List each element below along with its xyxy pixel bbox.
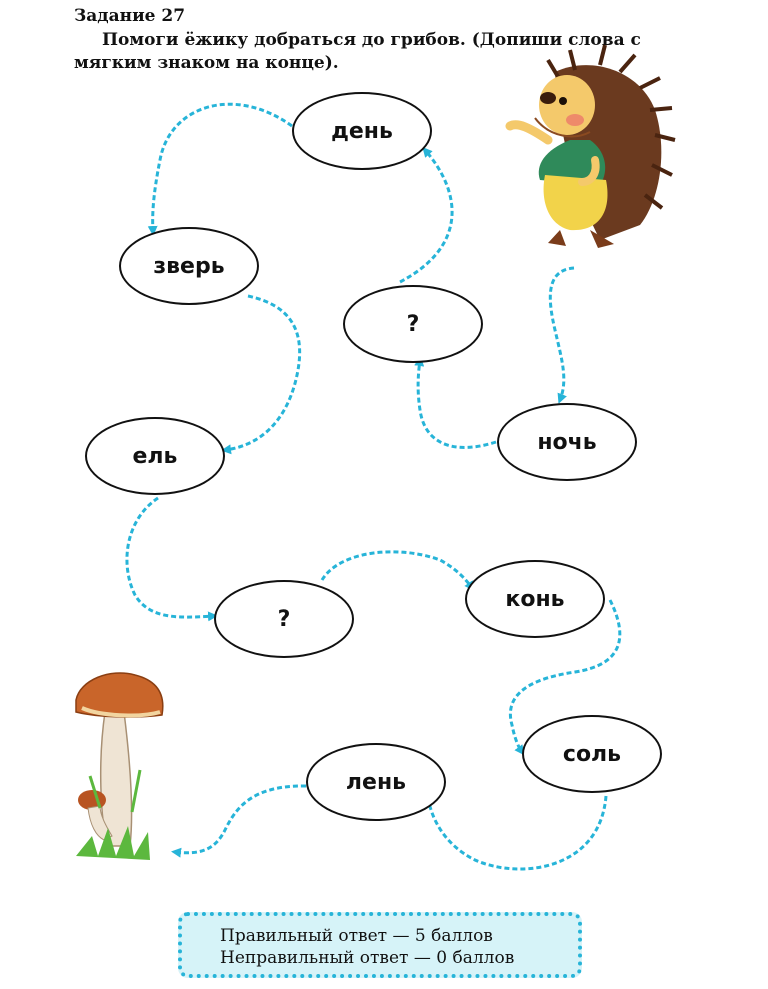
path-arrow (320, 550, 475, 592)
word-oval-sol: соль (522, 715, 662, 793)
path-arrow (399, 146, 454, 284)
path-arrow (508, 599, 622, 756)
word-text: ель (132, 443, 178, 469)
path-arrow (171, 784, 307, 858)
word-text: день (331, 118, 393, 144)
word-oval-len: лень (306, 743, 446, 821)
path-arrow (221, 294, 302, 455)
path-arrow (548, 266, 575, 404)
word-text: соль (562, 741, 622, 767)
word-text: ночь (537, 429, 597, 455)
word-oval-kon: конь (465, 560, 605, 638)
word-oval-den: день (292, 92, 432, 170)
question-mark: ? (406, 311, 420, 337)
path-arrow (125, 496, 218, 622)
word-oval-zver: зверь (119, 227, 259, 305)
path-arrow (424, 794, 608, 871)
hedgehog-illustration (505, 44, 676, 248)
task-title: Задание 27 (74, 6, 186, 26)
word-text: конь (505, 586, 565, 612)
score-correct: Правильный ответ — 5 баллов (220, 926, 493, 946)
mushroom-illustration (75, 672, 164, 860)
question-mark: ? (277, 606, 291, 632)
path-arrow (414, 356, 497, 449)
task-instruction: Помоги ёжику добраться до грибов. (Допиш… (74, 30, 641, 73)
answer-oval-1[interactable]: ? (343, 285, 483, 363)
scoring-box: Правильный ответ — 5 баллов Неправильный… (178, 912, 582, 978)
word-text: зверь (153, 253, 225, 279)
word-oval-noch: ночь (497, 403, 637, 481)
word-text: лень (345, 769, 407, 795)
path-arrow (147, 102, 293, 236)
answer-oval-2[interactable]: ? (214, 580, 354, 658)
score-wrong: Неправильный ответ — 0 баллов (220, 948, 515, 968)
word-oval-el: ель (85, 417, 225, 495)
